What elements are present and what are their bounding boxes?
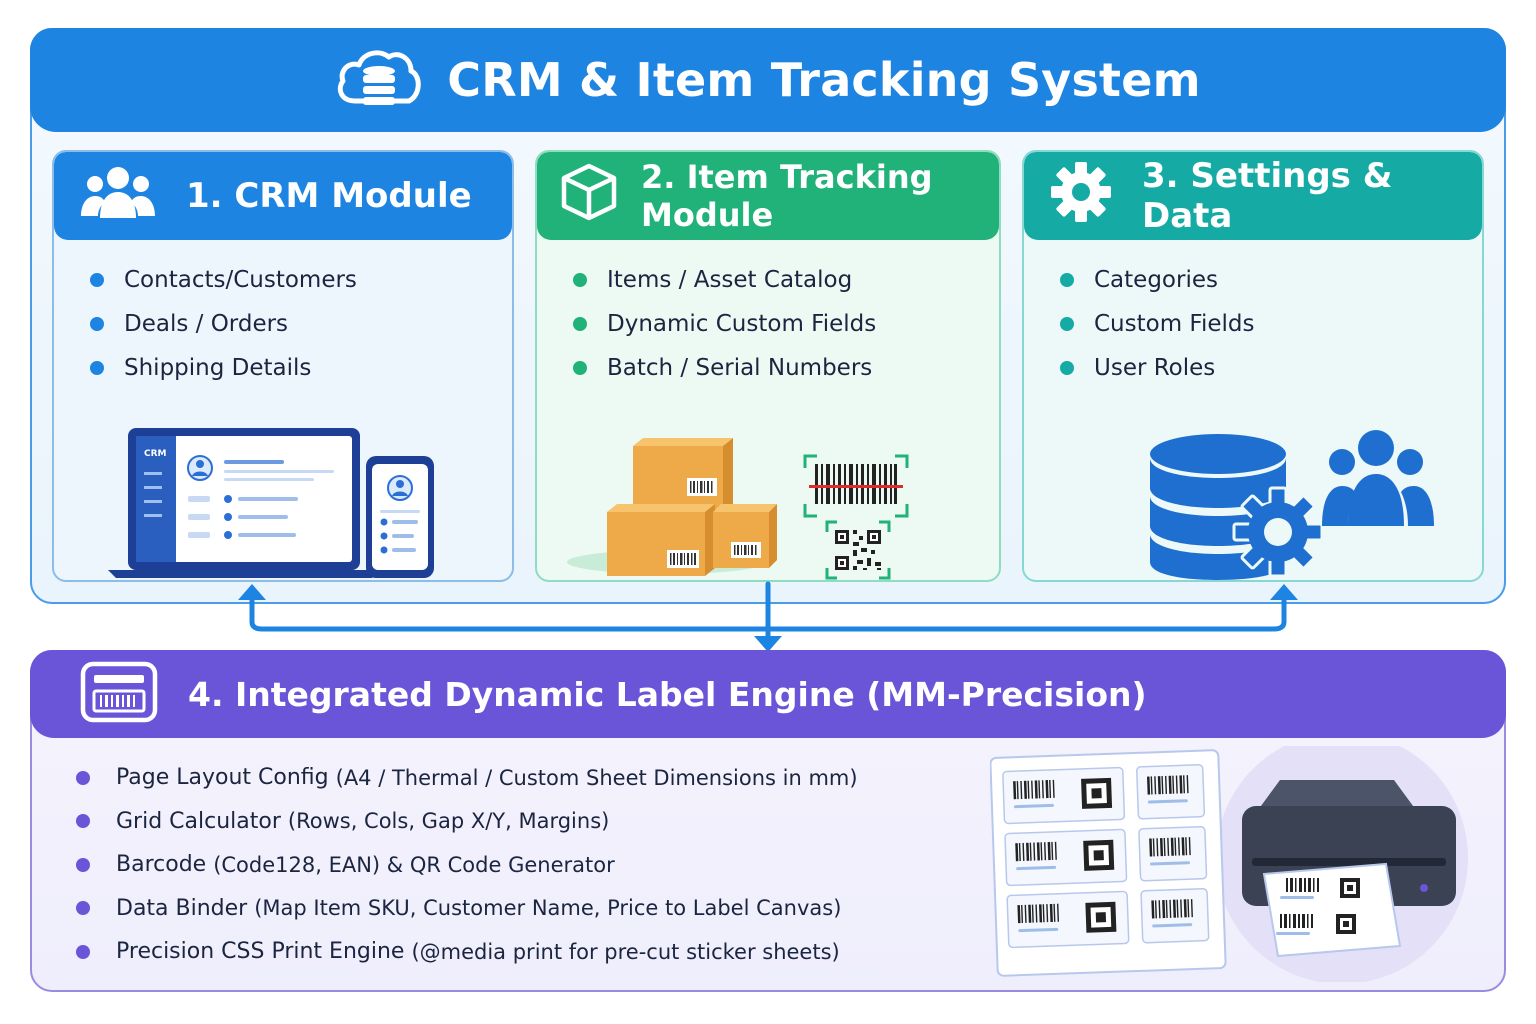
list-item: Deals / Orders — [90, 302, 512, 346]
list-item: Precision CSS Print Engine(@media print … — [76, 930, 858, 974]
label-engine-header: 4. Integrated Dynamic Label Engine (MM-P… — [30, 650, 1506, 738]
list-item-label: Batch / Serial Numbers — [607, 355, 873, 381]
list-item: Categories — [1060, 258, 1482, 302]
bullet-dot — [1060, 317, 1074, 331]
bullet-dot — [76, 770, 90, 785]
list-item-detail: (Code128, EAN) & QR Code Generator — [213, 852, 615, 877]
list-item-detail: (@media print for pre-cut sticker sheets… — [411, 939, 840, 964]
item-tracking-module-card: 2. Item Tracking Module Items / Asset Ca… — [535, 150, 1001, 582]
list-item-lead: Barcode — [116, 852, 207, 878]
system-header: CRM & Item Tracking System — [30, 28, 1506, 132]
box-icon — [561, 163, 617, 229]
bullet-dot — [90, 273, 104, 287]
cloud-database-icon — [335, 45, 421, 115]
boxes-barcode-qr-icon — [567, 438, 909, 580]
list-item-label: Deals / Orders — [124, 311, 289, 337]
bullet-dot — [573, 317, 587, 331]
list-item-label: Items / Asset Catalog — [607, 267, 853, 293]
bullet-dot — [76, 901, 90, 916]
bullet-dot — [1060, 361, 1074, 375]
list-item-lead: Page Layout Config — [116, 765, 329, 791]
label-printer-icon — [80, 661, 158, 727]
list-item-label: Custom Fields — [1094, 311, 1255, 337]
settings-data-list: Categories Custom Fields User Roles — [1024, 258, 1482, 390]
settings-data-card: 3. Settings & Data Categories Custom Fie… — [1022, 150, 1484, 582]
crm-module-card: 1. CRM Module Contacts/Customers Deals /… — [52, 150, 514, 582]
bullet-dot — [573, 273, 587, 287]
bullet-dot — [76, 857, 90, 872]
database-gear-users-icon — [1150, 430, 1434, 580]
list-item-detail: (Rows, Cols, Gap X/Y, Margins) — [287, 809, 610, 834]
item-tracking-module-list: Items / Asset Catalog Dynamic Custom Fie… — [537, 258, 999, 390]
list-item-detail: (A4 / Thermal / Custom Sheet Dimensions … — [335, 765, 858, 790]
list-item-label: Dynamic Custom Fields — [607, 311, 877, 337]
list-item-detail: (Map Item SKU, Customer Name, Price to L… — [254, 896, 842, 921]
crm-screen-label: CRM — [144, 449, 167, 459]
list-item: Barcode(Code128, EAN) & QR Code Generato… — [76, 843, 858, 887]
sticker-sheet-printer-icon — [990, 746, 1468, 982]
bullet-dot — [90, 361, 104, 375]
list-item-lead: Precision CSS Print Engine — [116, 939, 405, 965]
list-item: Shipping Details — [90, 346, 512, 390]
settings-data-header: 3. Settings & Data — [1024, 152, 1482, 240]
gear-icon — [1050, 161, 1112, 232]
list-item: Grid Calculator(Rows, Cols, Gap X/Y, Mar… — [76, 800, 858, 844]
bullet-dot — [1060, 273, 1074, 287]
list-item: Contacts/Customers — [90, 258, 512, 302]
list-item: Data Binder(Map Item SKU, Customer Name,… — [76, 887, 858, 931]
list-item-lead: Grid Calculator — [116, 808, 281, 834]
bullet-dot — [90, 317, 104, 331]
list-item-lead: Data Binder — [116, 895, 248, 921]
crm-module-list: Contacts/Customers Deals / Orders Shippi… — [54, 258, 512, 390]
list-item-label: User Roles — [1094, 355, 1216, 381]
bullet-dot — [76, 814, 90, 829]
users-icon — [80, 164, 156, 229]
list-item: Items / Asset Catalog — [573, 258, 999, 302]
item-tracking-module-title: 2. Item Tracking Module — [641, 158, 933, 234]
item-tracking-module-header: 2. Item Tracking Module — [537, 152, 999, 240]
label-engine-list: Page Layout Config(A4 / Thermal / Custom… — [76, 756, 858, 974]
list-item: Batch / Serial Numbers — [573, 346, 999, 390]
crm-module-title: 1. CRM Module — [186, 176, 472, 216]
list-item: Dynamic Custom Fields — [573, 302, 999, 346]
list-item: User Roles — [1060, 346, 1482, 390]
list-item: Page Layout Config(A4 / Thermal / Custom… — [76, 756, 858, 800]
laptop-phone-crm-icon: CRM — [108, 428, 434, 578]
list-item-label: Shipping Details — [124, 355, 312, 381]
crm-module-header: 1. CRM Module — [54, 152, 512, 240]
bullet-dot — [76, 944, 90, 959]
list-item-label: Contacts/Customers — [124, 267, 357, 293]
label-engine-title: 4. Integrated Dynamic Label Engine (MM-P… — [188, 674, 1147, 714]
settings-data-title: 3. Settings & Data — [1142, 156, 1393, 236]
list-item: Custom Fields — [1060, 302, 1482, 346]
system-title: CRM & Item Tracking System — [447, 53, 1201, 107]
list-item-label: Categories — [1094, 267, 1218, 293]
bullet-dot — [573, 361, 587, 375]
